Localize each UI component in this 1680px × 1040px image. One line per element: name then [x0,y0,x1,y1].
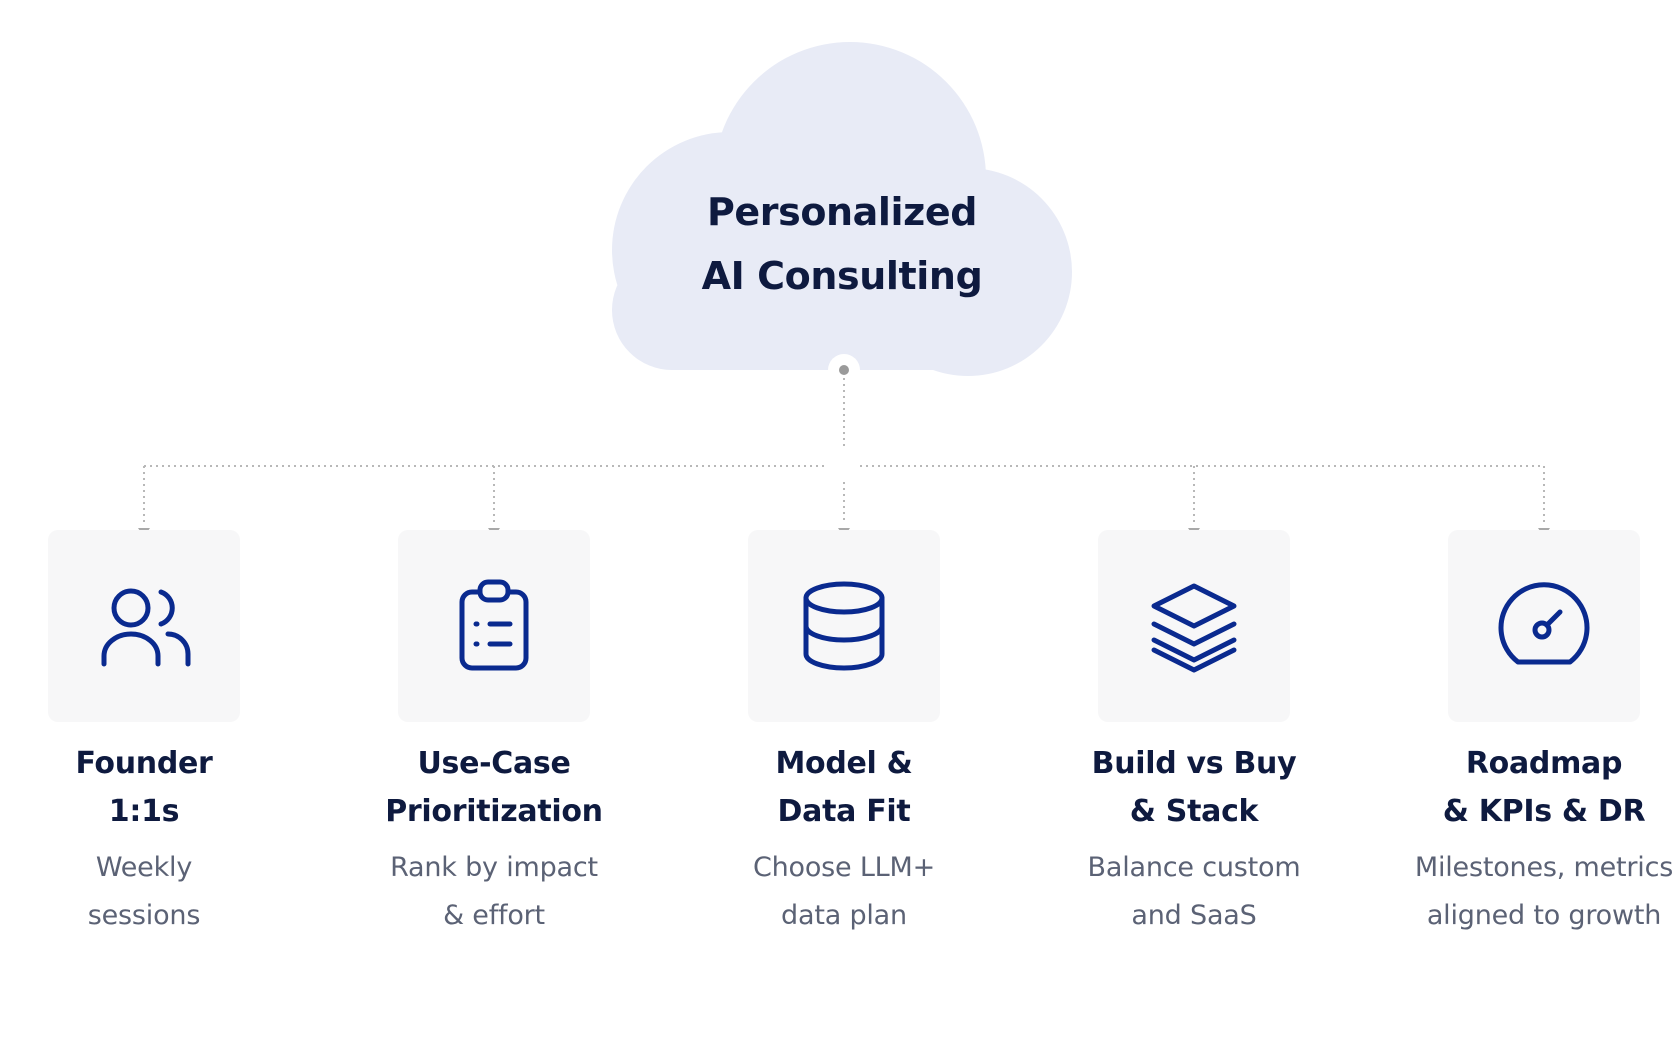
connector-origin-dot [839,365,849,375]
label-line1: Founder [75,746,213,781]
label-line2: 1:1s [108,794,180,829]
cloud-shape [612,42,1072,376]
users-icon [101,588,191,667]
desc-line2: & effort [443,900,545,931]
desc-use-case-prioritization: Rank by impact & effort [344,844,644,940]
desc-line2: data plan [781,900,907,931]
label-use-case-prioritization: Use-Case Prioritization [344,740,644,836]
desc-line1: Milestones, metrics [1414,852,1674,883]
desc-founder-1on1s: Weekly sessions [0,844,294,940]
label-line1: Use-Case [417,746,571,781]
label-model-data-fit: Model & Data Fit [694,740,994,836]
card-founder-1on1s [48,530,240,722]
label-line2: & KPIs & DR [1442,794,1646,829]
card-build-vs-buy [1098,530,1290,722]
label-line1: Build vs Buy [1091,746,1297,781]
desc-build-vs-buy: Balance custom and SaaS [1044,844,1344,940]
desc-line1: Weekly [95,852,193,883]
stack-layers-icon [1151,583,1237,673]
desc-line2: aligned to growth [1426,900,1662,931]
desc-line2: sessions [87,900,201,931]
desc-roadmap-kpis: Milestones, metrics aligned to growth [1394,844,1680,940]
cloud-title-line1: Personalized [706,190,978,234]
desc-line2: and SaaS [1131,900,1257,931]
card-use-case-prioritization [398,530,590,722]
label-line2: & Stack [1129,794,1259,829]
desc-line1: Choose LLM+ [752,852,936,883]
label-line2: Data Fit [777,794,911,829]
label-line2: Prioritization [385,794,603,829]
desc-model-data-fit: Choose LLM+ data plan [694,844,994,940]
label-roadmap-kpis: Roadmap & KPIs & DR [1394,740,1680,836]
desc-line1: Rank by impact [390,852,598,883]
database-icon [803,581,885,671]
cloud-title: Personalized AI Consulting [612,180,1072,308]
label-line1: Roadmap [1465,746,1623,781]
desc-line1: Balance custom [1087,852,1301,883]
card-roadmap-kpis [1448,530,1640,722]
cloud-title-line2: AI Consulting [701,254,983,298]
connector-lines [143,378,1545,524]
label-build-vs-buy: Build vs Buy & Stack [1044,740,1344,836]
gauge-icon [1498,582,1590,665]
label-line1: Model & [775,746,913,781]
label-founder-1on1s: Founder 1:1s [0,740,294,836]
clipboard-list-icon [459,579,529,671]
card-model-data-fit [748,530,940,722]
